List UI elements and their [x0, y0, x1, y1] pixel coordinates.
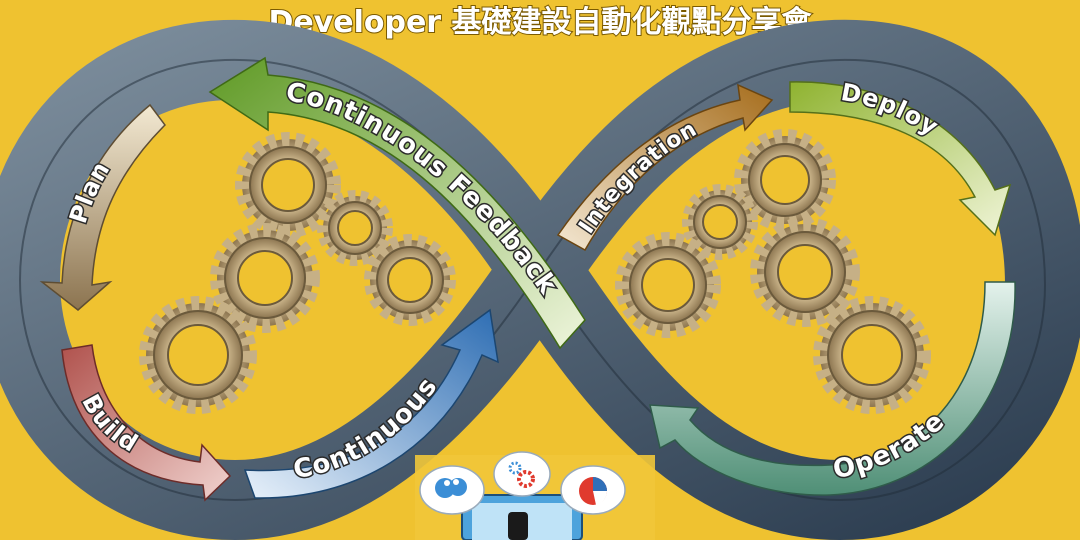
gears-icon [493, 451, 551, 497]
continuous-arrow [243, 308, 499, 499]
gear-icon [235, 132, 341, 238]
plan-arrow [39, 103, 166, 311]
gear-icon [682, 184, 758, 260]
users-cloud-icon [419, 465, 485, 515]
build-arrow [61, 344, 232, 502]
gear-icon [813, 296, 931, 414]
operate-arrow [649, 281, 1016, 496]
gear-icon [750, 217, 860, 327]
integration-arrow [556, 83, 774, 252]
deploy-arrow [789, 81, 1012, 237]
gear-icon [210, 223, 320, 333]
pie-chart-icon [560, 465, 626, 515]
bottom-icon-group [415, 451, 655, 540]
gear-icon [615, 232, 721, 338]
continuous-feedback-arrow [208, 56, 586, 350]
monitor-icon [461, 494, 583, 540]
gear-icon [317, 190, 393, 266]
gear-icon [364, 234, 456, 326]
gear-cluster-left [139, 132, 456, 414]
gear-icon [139, 296, 257, 414]
page-title: Developer 基礎建設自動化觀點分享會 [268, 5, 812, 40]
gear-icon [734, 129, 836, 231]
gear-cluster-right [615, 129, 931, 414]
